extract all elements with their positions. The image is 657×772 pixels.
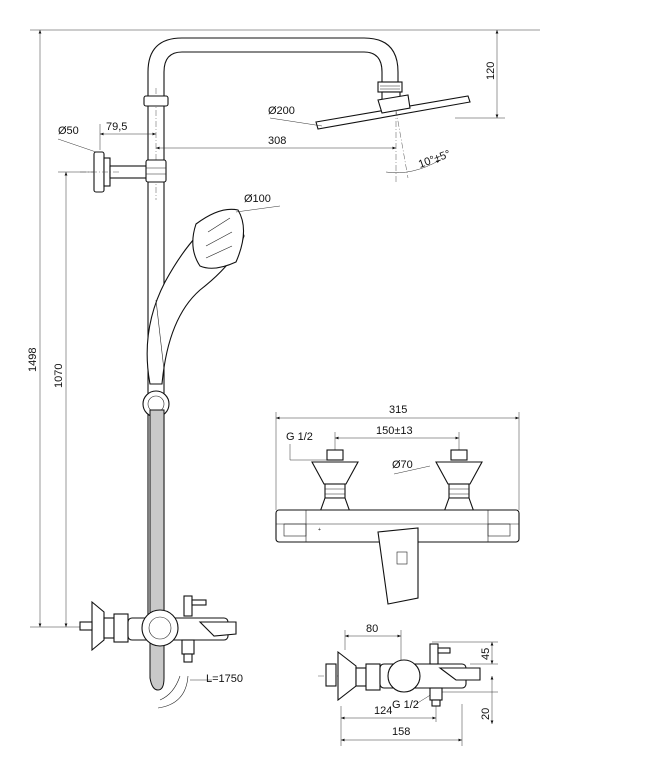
shower-hose — [149, 409, 165, 691]
dim-side-thread: G 1/2 — [392, 699, 419, 711]
svg-text:+: + — [318, 527, 321, 533]
overhead-arm — [147, 37, 399, 620]
dim-arm-reach: 308 — [268, 135, 286, 147]
dim-bracket-offset: 79,5 — [106, 121, 127, 133]
dim-side-total-depth: 158 — [392, 726, 410, 738]
dim-front-centers: 150±13 — [376, 425, 413, 437]
dim-side-height-top: 45 — [480, 648, 492, 660]
front-right-eccentric — [435, 449, 483, 513]
front-spout — [377, 527, 419, 605]
side-knob — [387, 659, 421, 693]
dim-front-knob-diameter: Ø70 — [392, 459, 413, 471]
dim-bracket-diameter: Ø50 — [58, 125, 79, 137]
dim-hose-length: L=1750 — [206, 673, 243, 685]
dim-side-outlet-depth: 80 — [366, 623, 378, 635]
bath-mixer-front-view: 315 150±13 G 1/2 Ø70 — [275, 404, 520, 605]
hand-shower — [146, 208, 245, 385]
bath-mixer-side-view: 80 45 20 G 1/2 124 158 — [318, 623, 498, 746]
dim-bracket-height: 1070 — [53, 364, 65, 388]
wall-bracket — [80, 151, 167, 193]
dim-side-height-bottom: 20 — [480, 708, 492, 720]
bath-mixer-side-lower — [79, 595, 237, 663]
dim-overall-height: 1498 — [27, 348, 39, 372]
shower-column-view: 1498 1070 120 Ø200 10°±5° 308 — [27, 29, 540, 709]
dim-front-thread: G 1/2 — [286, 431, 313, 443]
dim-head-diameter: Ø200 — [268, 105, 295, 117]
overhead-arm-inner — [163, 51, 383, 620]
front-left-eccentric — [311, 449, 359, 513]
slider-clamp — [143, 95, 169, 107]
dim-handshower-diameter: Ø100 — [244, 193, 271, 205]
dim-tilt-angle: 10°±5° — [417, 148, 452, 171]
head-shower — [315, 94, 471, 130]
dim-front-width: 315 — [389, 404, 407, 416]
dim-side-spout-depth: 124 — [374, 705, 392, 717]
dim-arm-height: 120 — [485, 62, 497, 80]
